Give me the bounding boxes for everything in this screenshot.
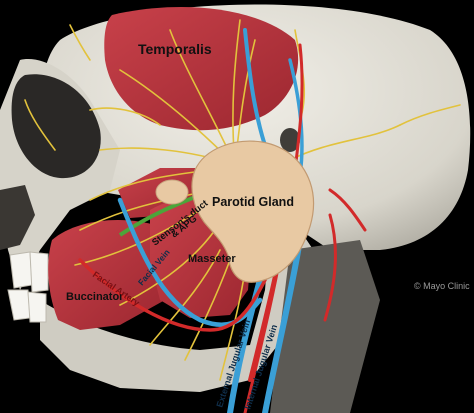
cervical-spine [270,240,380,413]
maxillary-artery [328,188,367,232]
internal-jugular-vein-path [262,237,303,413]
label-temporalis: Temporalis [138,41,212,57]
mandible [40,230,320,392]
temporalis-muscle [104,7,299,131]
parotid-gland [191,140,315,283]
label-buccinator: Buccinator [66,291,124,303]
stensons-duct [118,193,201,237]
label-parotid-gland: Parotid Gland [212,195,294,209]
posterior-artery [323,213,337,322]
facial-artery-path [78,258,267,332]
nasal-cavity [0,185,35,250]
label-masseter: Masseter [188,253,236,265]
accessory-parotid-gland [155,179,189,205]
credit-text: © Mayo Clinic [414,281,470,291]
teeth [7,251,49,323]
superficial-temporal-artery [293,43,304,172]
ear-canal [280,128,300,152]
orbit-socket [11,74,101,179]
